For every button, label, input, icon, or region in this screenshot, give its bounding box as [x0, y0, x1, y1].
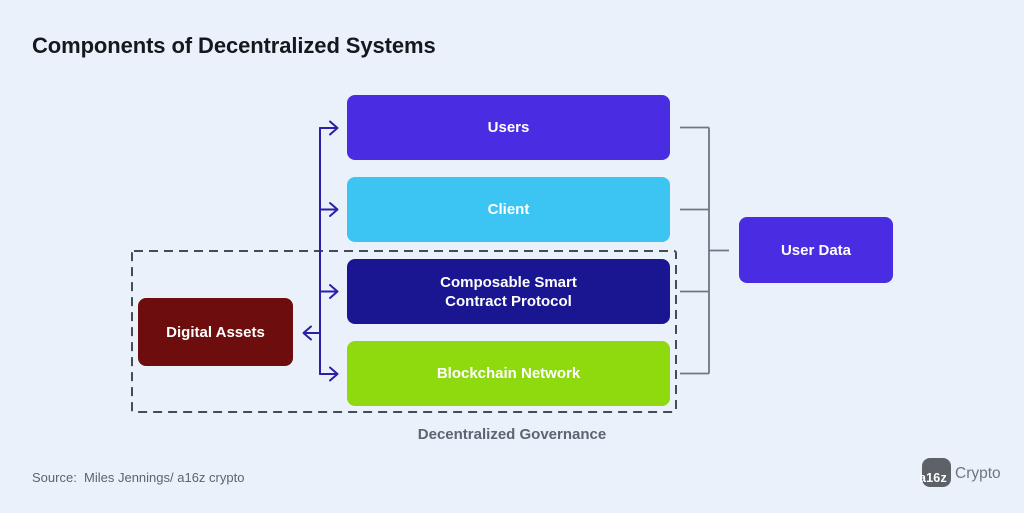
crypto-wordmark: Crypto [955, 465, 1001, 482]
box-users-label: Users [487, 119, 530, 136]
box-client-label: Client [487, 201, 530, 218]
arrow-protocol-head-icon [329, 284, 339, 299]
a16z-crypto-logo: a16z Crypto [918, 458, 1013, 490]
box-users: Users [347, 95, 670, 160]
box-network-label: Blockchain Network [436, 365, 581, 382]
box-client: Client [347, 177, 670, 242]
governance-dashed-border [131, 250, 677, 413]
a16z-logo-text: a16z [919, 471, 947, 485]
page-title: Components of Decentralized Systems [32, 33, 436, 58]
box-digital-assets: Digital Assets [138, 298, 293, 366]
box-composable-smart-contract-protocol: Composable Smart Contract Protocol [347, 259, 670, 324]
box-user-data-label: User Data [780, 241, 852, 259]
user-data-bracket [680, 126, 729, 375]
box-protocol-label-line1: Composable Smart [440, 273, 577, 291]
arrow-digital-assets-head-icon [302, 325, 312, 341]
a16z-logo-badge-icon [922, 458, 951, 487]
box-digital-assets-label: Digital Assets [166, 323, 265, 341]
arrow-users-head-icon [329, 120, 339, 136]
arrow-network-head-icon [329, 366, 339, 382]
governance-caption: Decentralized Governance [417, 426, 607, 443]
arrow-client-head-icon [329, 202, 339, 217]
source-note: Source: Miles Jennings/ a16z crypto [32, 470, 245, 485]
box-user-data: User Data [739, 217, 893, 283]
box-blockchain-network: Blockchain Network [347, 341, 670, 406]
box-protocol-label-line2: Contract Protocol [445, 292, 572, 310]
flow-arrows [302, 120, 339, 382]
